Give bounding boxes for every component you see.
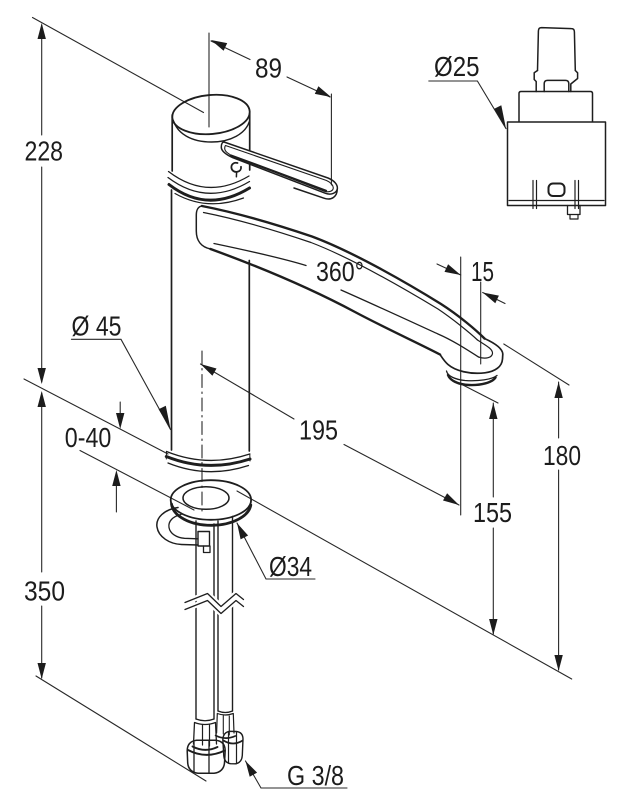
- svg-text:15: 15: [471, 256, 494, 287]
- svg-text:180: 180: [543, 440, 581, 471]
- svg-text:Ø25: Ø25: [434, 51, 480, 82]
- svg-text:155: 155: [473, 497, 512, 528]
- svg-text:G 3/8: G 3/8: [287, 760, 344, 791]
- svg-text:0-40: 0-40: [65, 422, 112, 453]
- svg-text:195: 195: [299, 415, 338, 446]
- svg-text:89: 89: [255, 53, 282, 84]
- svg-text:Ø 45: Ø 45: [72, 311, 122, 342]
- svg-text:Ø34: Ø34: [269, 551, 312, 582]
- svg-text:350: 350: [24, 576, 65, 607]
- svg-text:228: 228: [25, 136, 64, 167]
- svg-text:360°: 360°: [316, 256, 364, 287]
